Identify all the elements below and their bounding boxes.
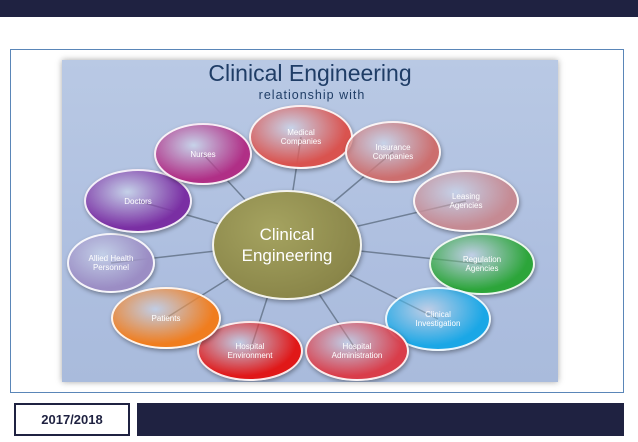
diagram-image: Clinical Engineering relationship with C… xyxy=(62,60,558,382)
node-label-line1: Patients xyxy=(151,313,181,323)
diagram-title: Clinical Engineering xyxy=(208,60,412,86)
node-label-line1: Hospital xyxy=(235,342,265,351)
node-label-line2: Environment xyxy=(227,351,273,360)
node-patients: Patients xyxy=(111,287,221,349)
node-nurses: Nurses xyxy=(154,123,252,185)
node-label-line2: Companies xyxy=(372,152,414,161)
year-label: 2017/2018 xyxy=(14,403,130,436)
top-bar xyxy=(0,0,638,17)
node-label-line1: Allied Health xyxy=(88,254,134,263)
center-node: Clinical Engineering xyxy=(212,190,362,300)
footer-bar xyxy=(137,403,624,436)
node-label-line2: Agencies xyxy=(449,201,483,210)
center-line2: Engineering xyxy=(241,246,333,265)
node-label-line1: Clinical xyxy=(425,310,451,319)
center-line1: Clinical xyxy=(259,225,315,244)
node-label-line1: Regulation xyxy=(462,255,502,264)
node-label-line1: Doctors xyxy=(124,196,152,206)
node-label-line1: Insurance xyxy=(375,143,411,152)
node-label-line1: Nurses xyxy=(190,149,216,159)
node-label-line1: Hospital xyxy=(342,342,372,351)
node-label-line2: Companies xyxy=(280,137,322,146)
node-label-line2: Agencies xyxy=(465,264,499,273)
node-label-line1: Leasing xyxy=(451,192,480,201)
node-doctors: Doctors xyxy=(84,169,192,233)
node-label-line2: Administration xyxy=(331,351,383,360)
node-label-line2: Personnel xyxy=(92,263,129,272)
node-label-line1: Medical xyxy=(287,128,315,137)
node-label-line2: Investigation xyxy=(415,319,461,328)
diagram-subtitle: relationship with xyxy=(258,88,366,102)
